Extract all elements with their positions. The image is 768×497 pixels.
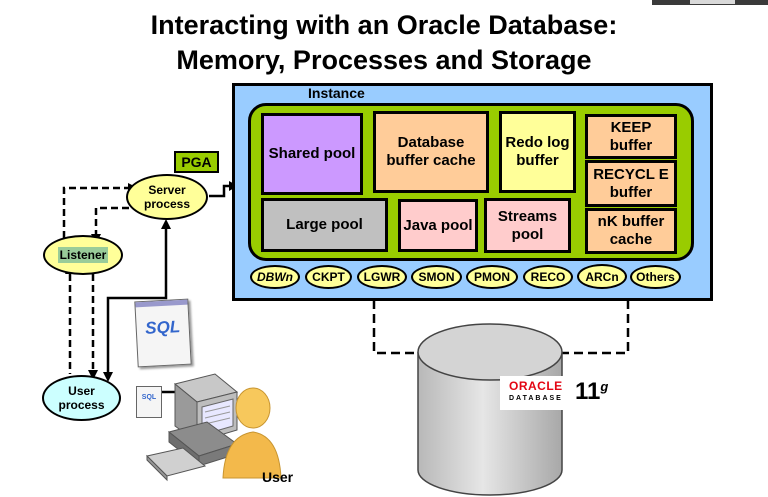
bg-process-dbwn: DBWn <box>250 265 300 289</box>
oracle-brand: ORACLE <box>509 379 563 393</box>
pga-box: PGA <box>174 151 219 173</box>
listener: Listener <box>43 235 123 275</box>
bg-process-arcn: ARCn <box>577 264 627 289</box>
arrow-to-user-from-server <box>103 372 113 382</box>
server-to-listener-dashed <box>94 206 140 238</box>
bg-process-lgwr: LGWR <box>357 265 407 289</box>
page-title-line2: Memory, Processes and Storage <box>176 45 592 75</box>
user-label: User <box>262 469 294 485</box>
instance-to-db-dashed-right <box>558 300 630 355</box>
oracle-version-suffix: g <box>600 379 609 394</box>
sql-label-large: SQL <box>144 317 181 338</box>
server-process: Server process <box>126 174 208 220</box>
page-title-line1: Interacting with an Oracle Database: <box>150 10 618 40</box>
recycle-buffer: RECYCL E buffer <box>585 160 677 207</box>
bg-process-smon: SMON <box>411 265 462 289</box>
arrow-to-server-bottom <box>161 219 171 229</box>
instance-label: Instance <box>308 85 365 101</box>
sql-window-large: SQL <box>134 298 192 368</box>
database-buffer-cache: Database buffer cache <box>373 111 489 193</box>
nk-buffer-cache: nK buffer cache <box>585 208 677 254</box>
person-icon <box>222 387 282 479</box>
server-to-instance-solid <box>209 184 233 198</box>
bg-process-others: Others <box>630 265 681 289</box>
redo-log-buffer: Redo log buffer <box>499 111 576 193</box>
oracle-logo: ORACLE DATABASE 11g <box>500 376 610 410</box>
oracle-version-number: 11 <box>575 378 601 405</box>
listener-label: Listener <box>57 247 109 263</box>
oracle-product: DATABASE <box>509 395 563 402</box>
sql-window-small: SQL <box>136 386 162 418</box>
bg-process-ckpt: CKPT <box>305 265 352 289</box>
bg-process-pmon: PMON <box>466 265 518 289</box>
user-to-server-solid <box>106 226 168 378</box>
oracle-version: 11g <box>575 380 608 404</box>
user-computer-illustration <box>146 373 282 482</box>
window-edge-light <box>690 0 735 4</box>
bg-process-reco: RECO <box>523 265 573 289</box>
keyboard-icon <box>146 447 207 482</box>
listener-to-server-dashed <box>62 186 128 238</box>
streams-pool: Streams pool <box>484 198 571 253</box>
keep-buffer: KEEP buffer <box>585 114 677 159</box>
java-pool: Java pool <box>398 199 478 252</box>
sql-label-small: SQL <box>141 394 157 401</box>
sql-window-titlebar <box>135 299 188 308</box>
large-pool: Large pool <box>261 198 388 252</box>
user-process: User process <box>42 375 121 421</box>
shared-pool: Shared pool <box>261 113 363 195</box>
instance-to-db-dashed-left <box>372 300 420 355</box>
